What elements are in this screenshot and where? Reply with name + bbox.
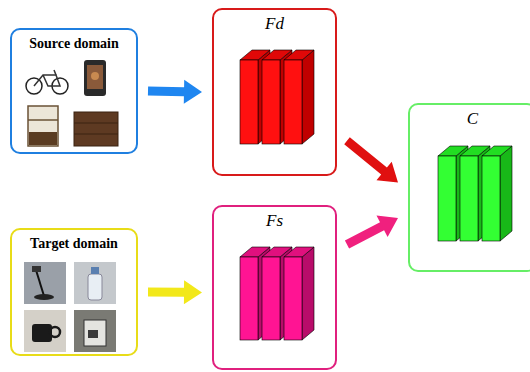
phone-body	[84, 60, 106, 96]
box-object	[84, 320, 106, 346]
flow-arrow	[148, 80, 202, 104]
shelf-base	[29, 132, 57, 145]
layer-front	[438, 156, 456, 241]
shelf-body	[28, 106, 58, 146]
flow-arrow	[344, 137, 398, 182]
classifier-box: C	[408, 103, 530, 272]
layer-front	[240, 60, 258, 144]
flow-arrow	[345, 216, 398, 249]
illustration	[410, 105, 530, 270]
photo-ground	[74, 310, 116, 352]
layer-front	[262, 257, 280, 340]
drawer-body	[74, 112, 118, 146]
mug-handle	[50, 327, 60, 337]
layer-front	[262, 60, 280, 144]
layer-top	[284, 247, 314, 257]
illustration	[214, 10, 335, 174]
network-box: Fs	[212, 205, 337, 370]
layer-side	[302, 247, 314, 340]
block-label: Fd	[214, 14, 335, 34]
source-domain-box: Source domain	[10, 28, 138, 154]
bottle-cap	[91, 267, 99, 274]
domain-title: Target domain	[12, 236, 136, 252]
network-box: Fd	[212, 8, 337, 176]
layer-front	[460, 156, 478, 241]
drawer-line	[74, 134, 118, 135]
box-label	[88, 330, 98, 338]
layer-top	[482, 146, 512, 156]
layer-front	[284, 60, 302, 144]
layer-top	[284, 50, 314, 60]
flow-arrow	[148, 280, 202, 304]
block-label: Fs	[214, 211, 335, 231]
layer-front	[240, 257, 258, 340]
bicycle-frame	[34, 75, 60, 86]
illustration	[214, 207, 335, 368]
target-domain-box: Target domain	[10, 228, 138, 356]
lamp-arm	[36, 270, 44, 296]
domain-title: Source domain	[12, 36, 136, 52]
layer-side	[302, 50, 314, 144]
block-label: C	[410, 109, 530, 129]
photo-ground	[74, 262, 116, 304]
layer-side	[500, 146, 512, 241]
lamp-head	[32, 266, 41, 272]
bottle-body	[88, 274, 102, 300]
phone-picture	[91, 72, 99, 80]
lamp-base	[34, 294, 54, 300]
layer-front	[284, 257, 302, 340]
shelf-board	[28, 119, 58, 121]
bicycle-bar	[54, 70, 56, 75]
photo-ground	[24, 262, 66, 304]
layer-front	[482, 156, 500, 241]
photo-ground	[24, 310, 66, 352]
phone-screen	[87, 65, 103, 89]
drawer-line	[74, 123, 118, 124]
